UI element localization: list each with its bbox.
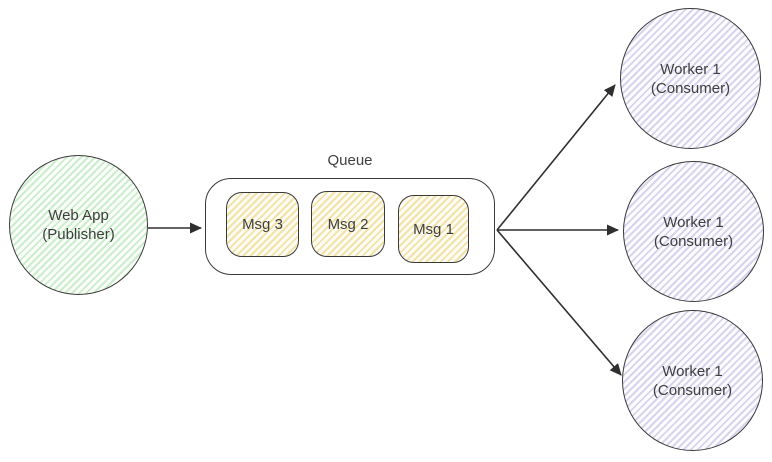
- publisher-node: Web App (Publisher): [9, 155, 148, 295]
- worker-label-line1: Worker 1: [662, 362, 723, 380]
- worker-node-middle: Worker 1 (Consumer): [623, 161, 764, 302]
- worker-label-line1: Worker 1: [663, 213, 724, 231]
- message-box-2: Msg 2: [311, 191, 385, 257]
- arrow-queue-to-worker-top: [496, 84, 616, 231]
- worker-label-line2: (Consumer): [650, 79, 731, 97]
- worker-label-line2: (Consumer): [652, 381, 733, 399]
- arrow-queue-to-worker-bottom: [496, 229, 622, 376]
- worker-node-top: Worker 1 (Consumer): [620, 8, 761, 149]
- queue-container: Msg 3 Msg 2 Msg 1: [205, 178, 495, 275]
- worker-label-line2: (Consumer): [653, 232, 734, 250]
- publisher-label-line1: Web App: [48, 207, 109, 224]
- publisher-label-line2: (Publisher): [42, 226, 115, 243]
- message-box-3: Msg 3: [226, 192, 299, 257]
- queue-title: Queue: [327, 152, 373, 169]
- worker-label-line1: Worker 1: [660, 60, 721, 78]
- message-box-1: Msg 1: [398, 195, 469, 263]
- worker-node-bottom: Worker 1 (Consumer): [622, 310, 763, 451]
